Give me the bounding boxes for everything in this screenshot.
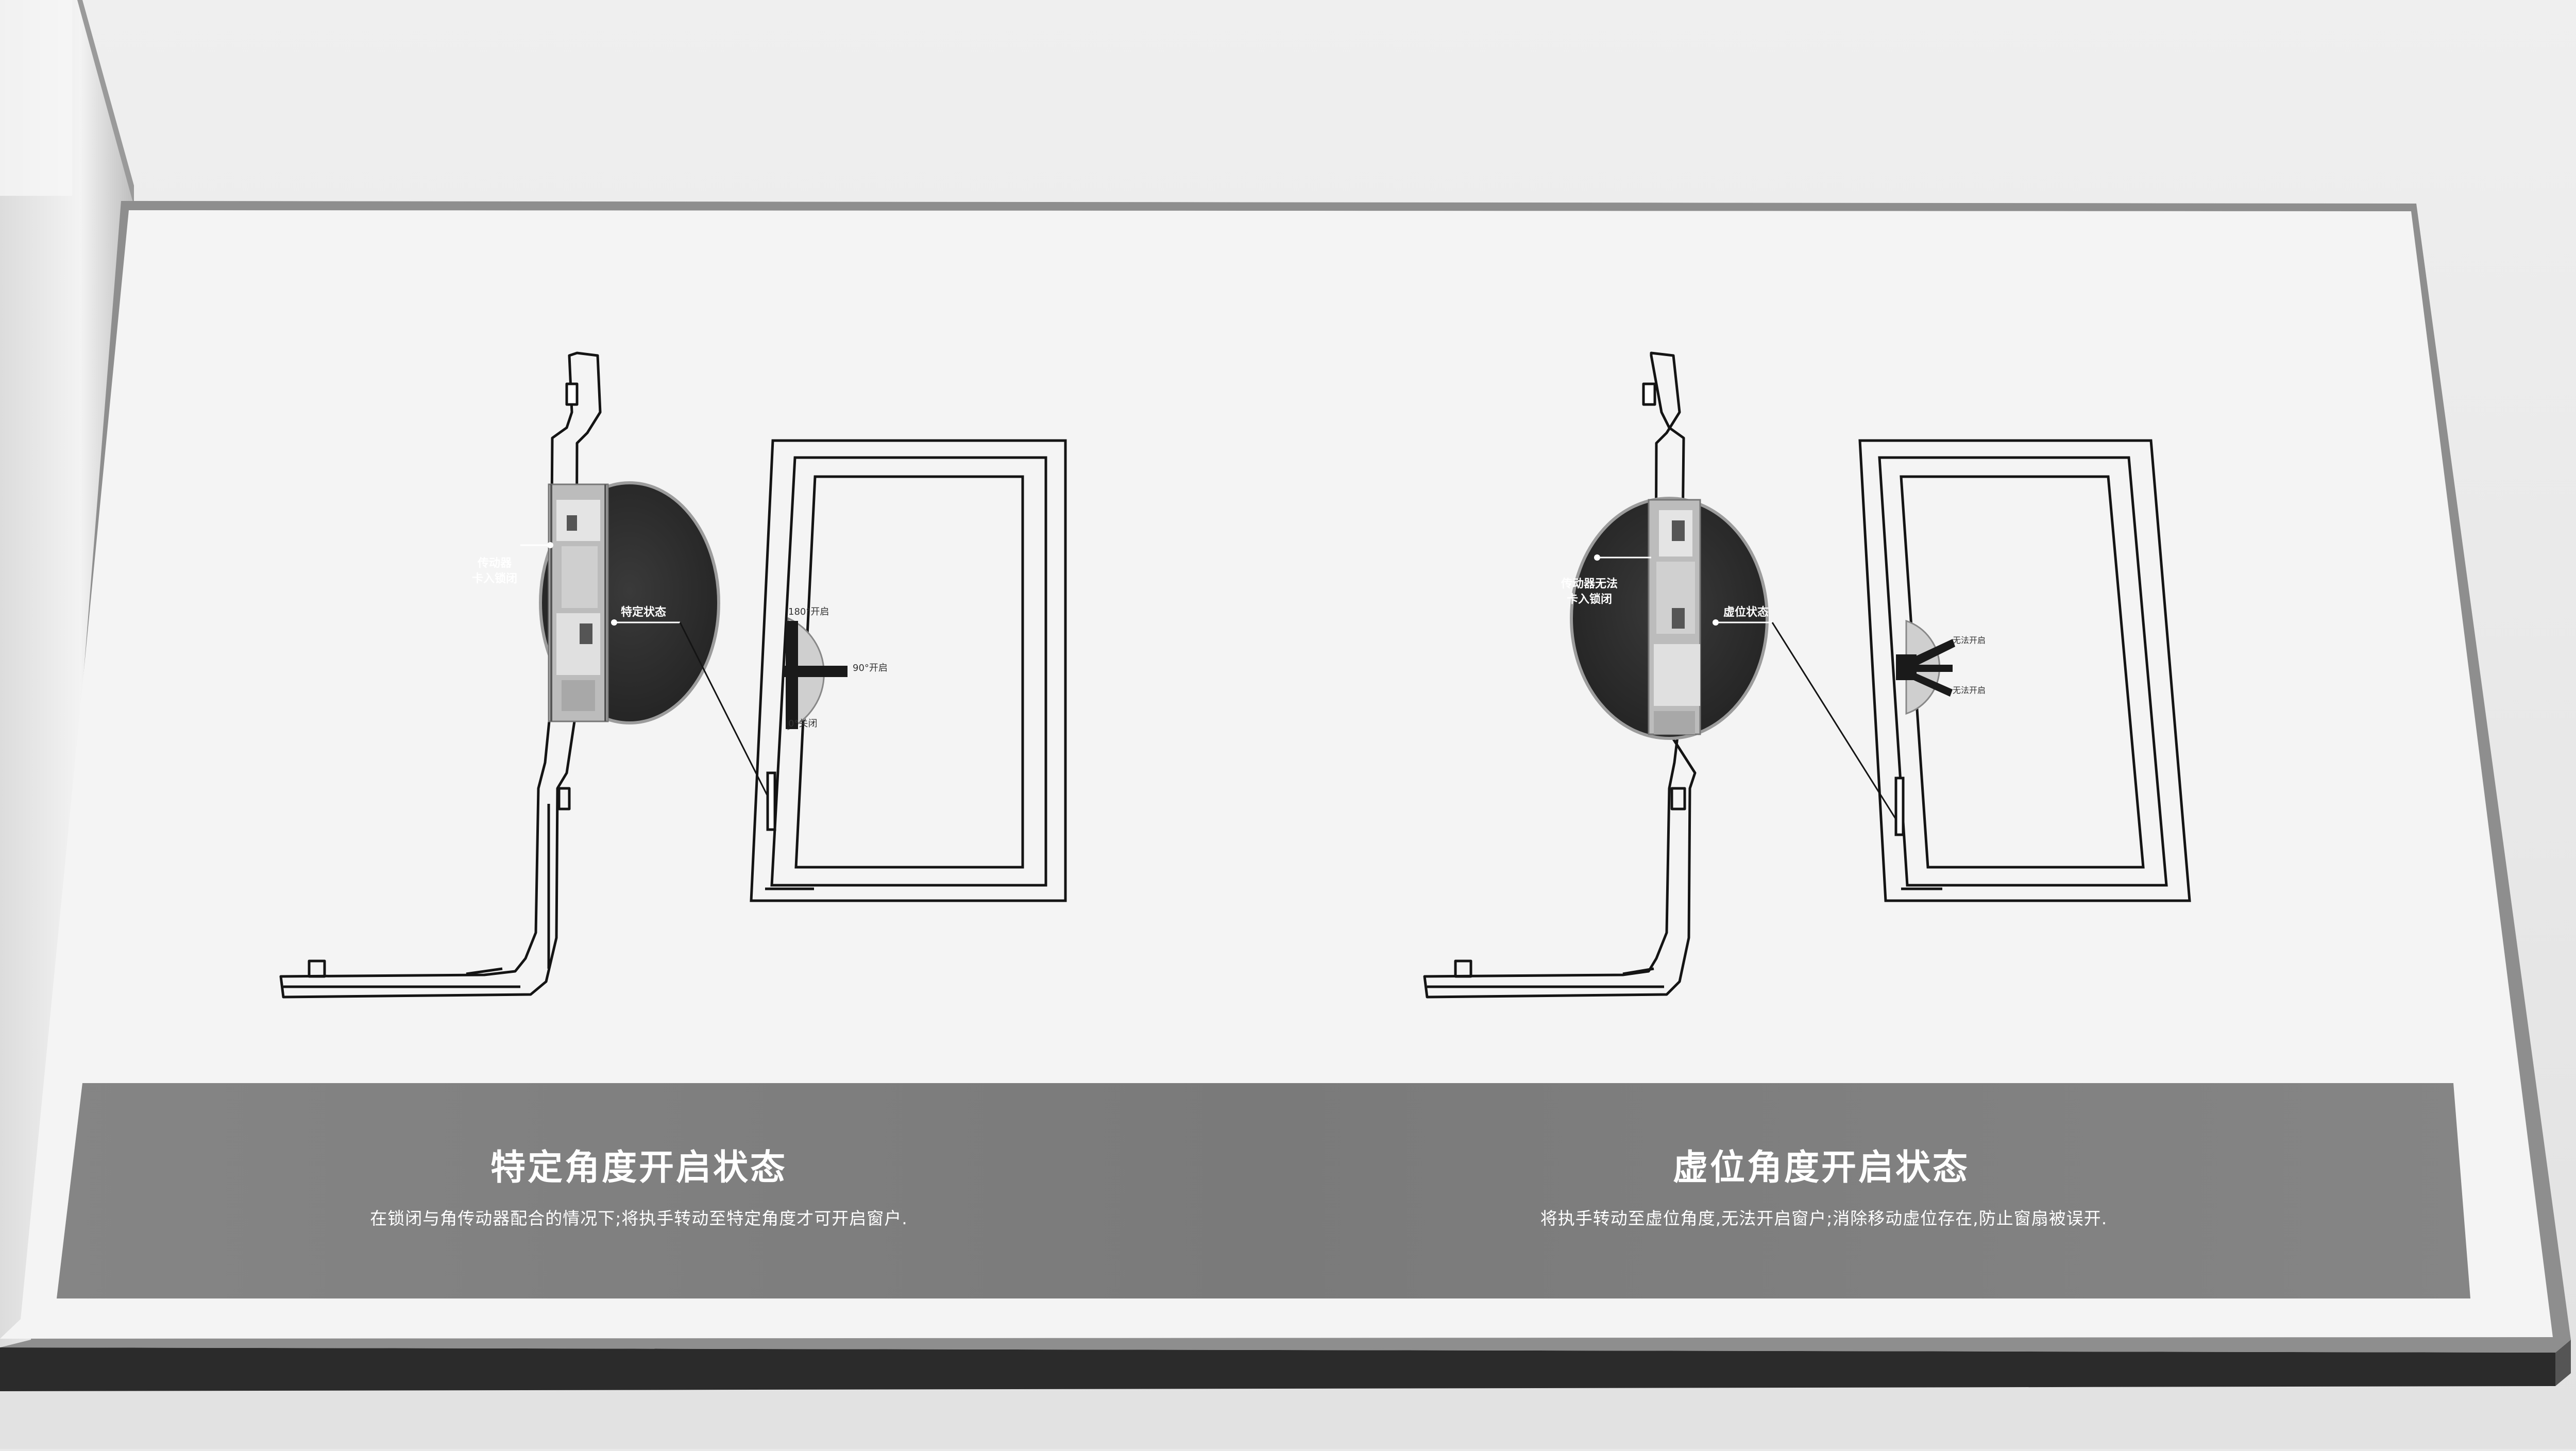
right-caption-description: 将执手转动至虚位角度,无法开启窗户;消除移动虚位存在,防止窗扇被误开. (1540, 1208, 2108, 1228)
left-angle-90: 90°开启 (853, 663, 888, 673)
left-callout-actuator-line1: 传动器 (477, 557, 512, 570)
right-angle-dial: 无法开启 无法开启 (1896, 619, 1986, 715)
caption-band (57, 1083, 2470, 1298)
left-callout-state: 特定状态 (621, 605, 666, 619)
left-window-elevation (750, 439, 1067, 902)
left-magnifier (539, 481, 720, 724)
right-callout-actuator-line2: 卡入锁闭 (1567, 593, 1612, 606)
right-callout-actuator-line1: 传动器无法 (1561, 578, 1618, 590)
right-caption-title: 虚位角度开启状态 (1672, 1148, 1970, 1188)
right-profile-section (1423, 351, 1697, 999)
left-callout-actuator-line2: 卡入锁闭 (472, 572, 517, 585)
glass-block (0, 0, 134, 1365)
left-profile-section (279, 351, 602, 999)
left-angle-dial: 180°开启 90°开启 0°关闭 (783, 606, 888, 731)
right-angle-top: 无法开启 (1953, 635, 1986, 645)
left-caption-title: 特定角度开启状态 (490, 1148, 787, 1188)
left-angle-180: 180°开启 (788, 606, 829, 617)
right-window-elevation (1858, 439, 2191, 902)
right-angle-bottom: 无法开启 (1953, 685, 1986, 695)
right-callouts: 传动器无法 卡入锁闭 虚位状态 (1561, 554, 1897, 820)
left-angle-0: 0°关闭 (788, 718, 817, 729)
right-callout-state: 虚位状态 (1723, 605, 1769, 619)
left-caption-description: 在锁闭与角传动器配合的情况下;将执手转动至特定角度才可开启窗户. (370, 1208, 908, 1228)
